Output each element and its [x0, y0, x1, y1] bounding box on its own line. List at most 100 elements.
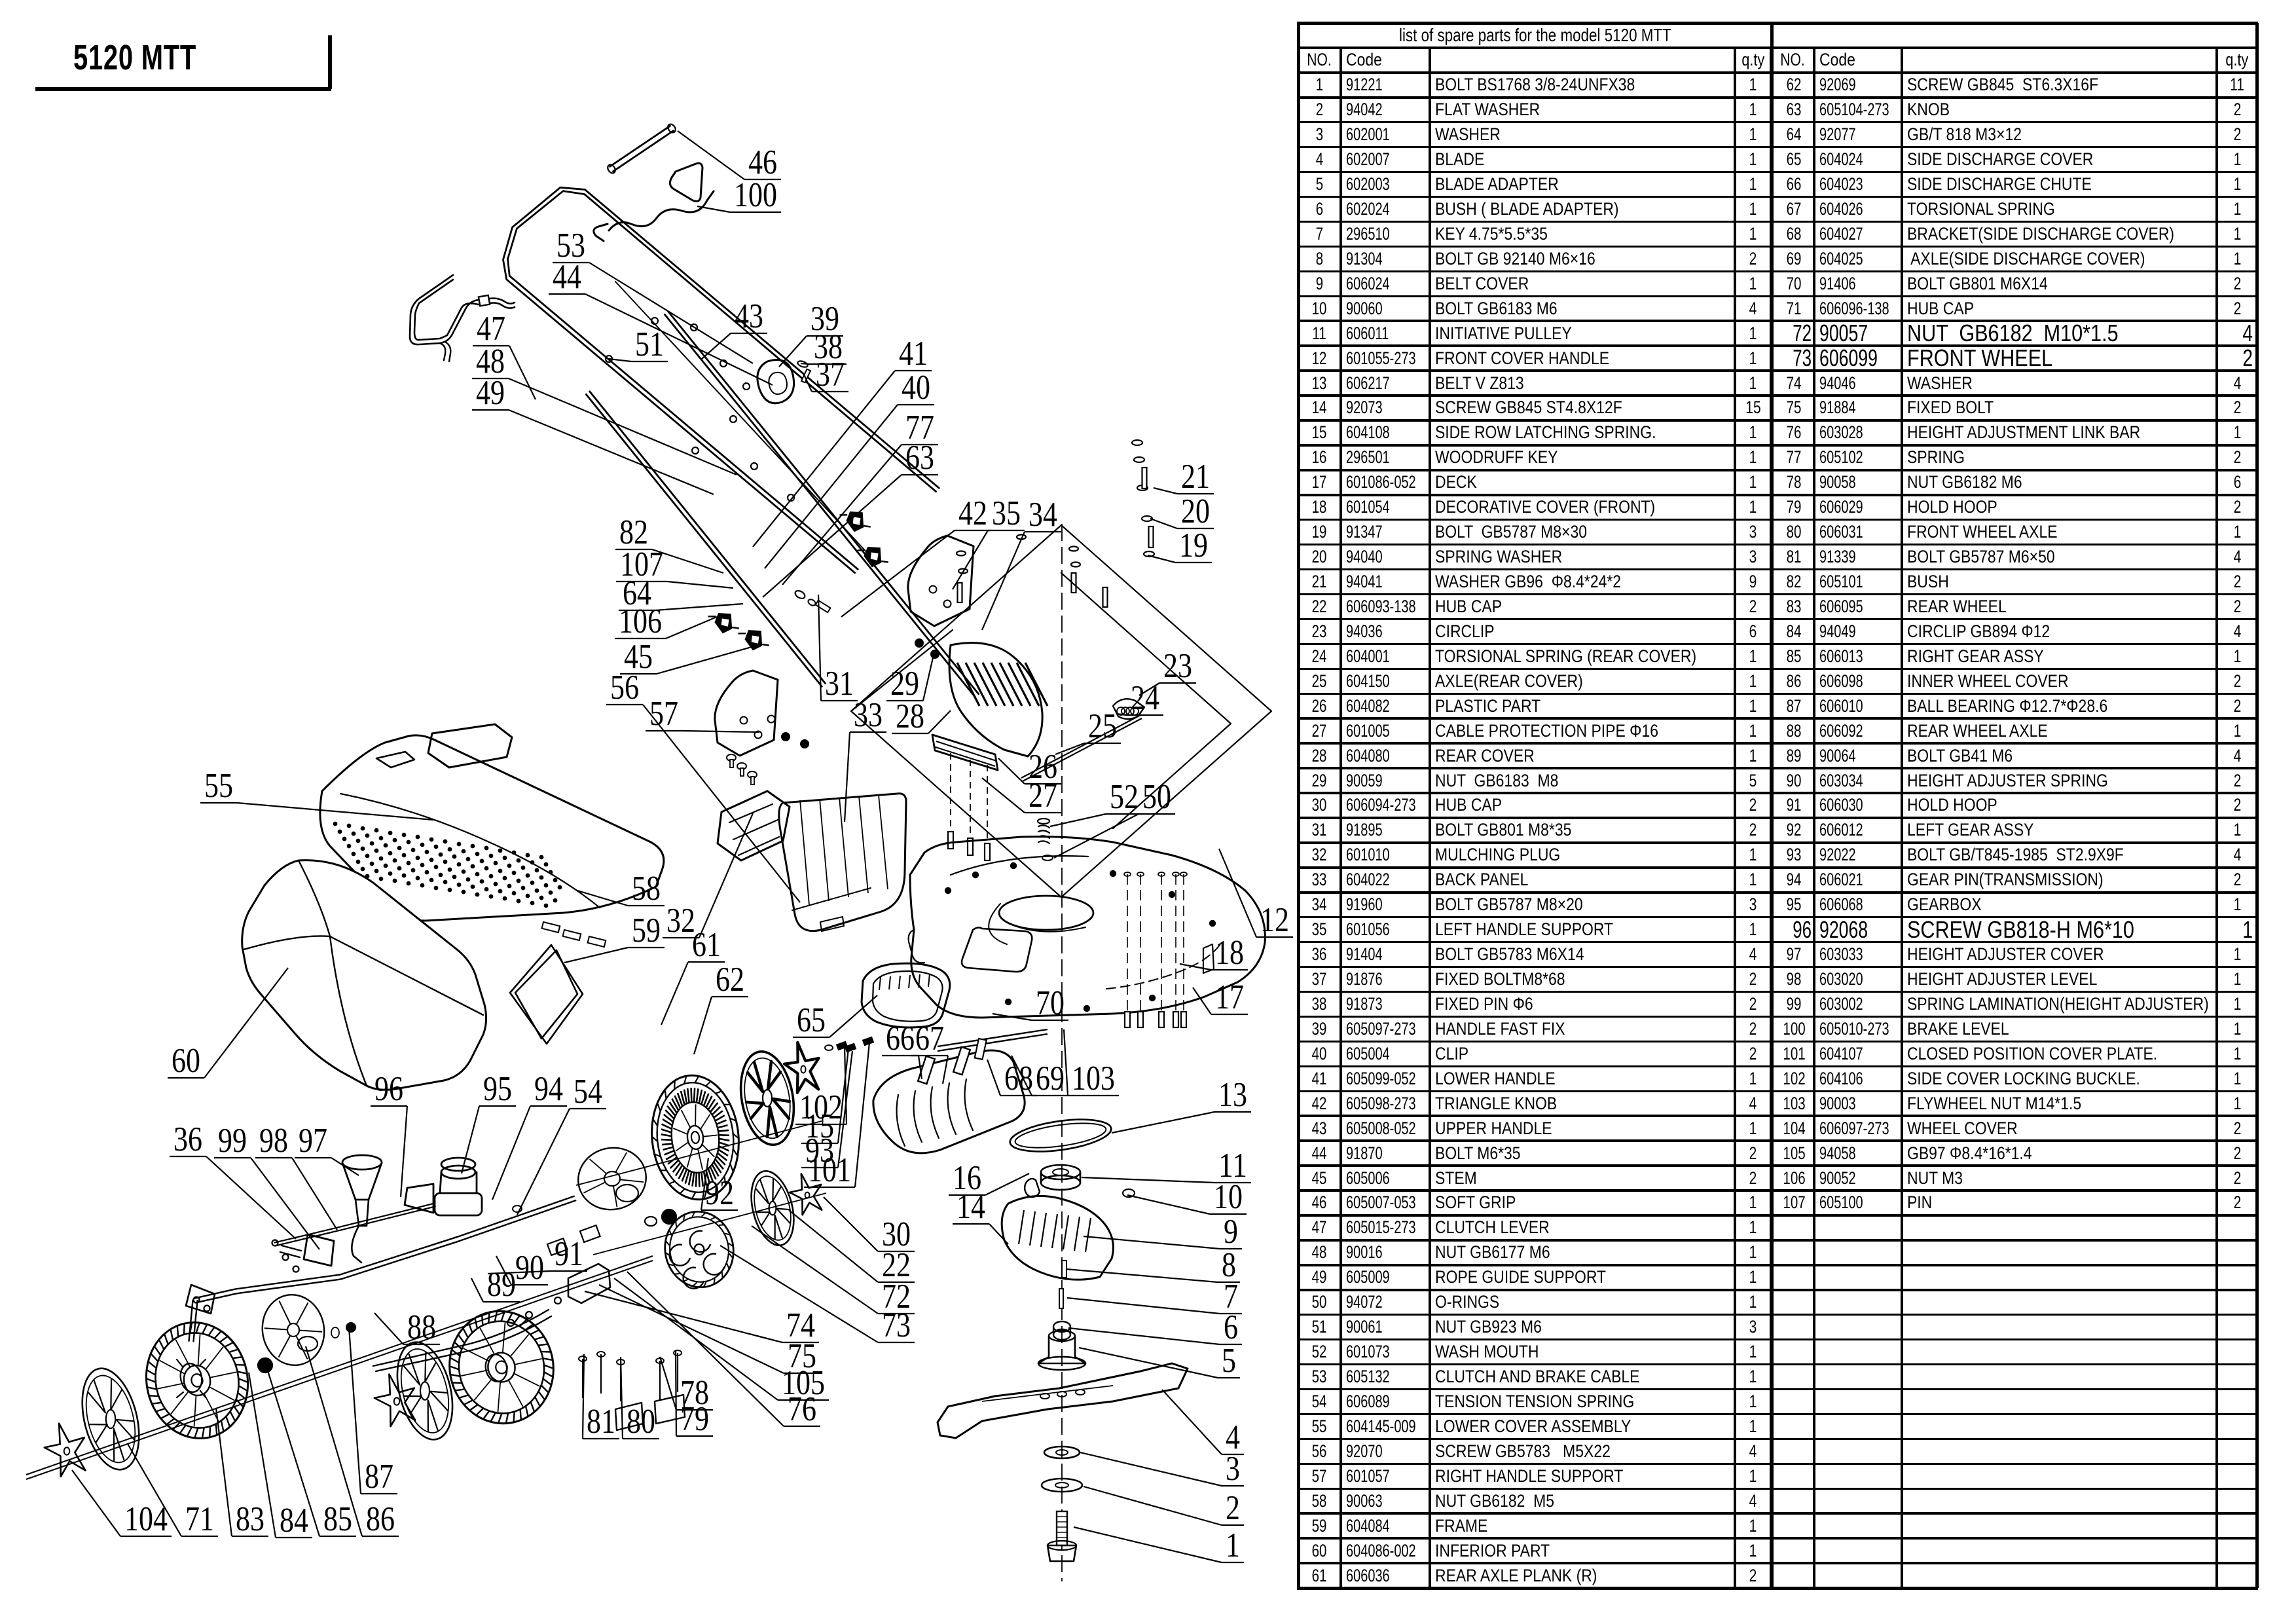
svg-text:8: 8	[1222, 1246, 1236, 1284]
svg-text:9: 9	[1224, 1213, 1238, 1251]
svg-text:22: 22	[882, 1246, 911, 1284]
svg-text:66: 66	[886, 1020, 915, 1058]
svg-text:104: 104	[124, 1500, 168, 1538]
svg-text:67: 67	[915, 1020, 944, 1058]
svg-text:40: 40	[902, 369, 930, 407]
svg-text:61: 61	[692, 926, 721, 964]
svg-text:99: 99	[218, 1122, 247, 1160]
svg-text:84: 84	[280, 1502, 308, 1540]
svg-text:21: 21	[1181, 458, 1210, 496]
svg-text:25: 25	[1088, 707, 1117, 745]
svg-text:16: 16	[953, 1159, 981, 1197]
svg-text:62: 62	[716, 961, 744, 999]
svg-text:10: 10	[1214, 1178, 1243, 1216]
svg-text:1: 1	[1226, 1526, 1240, 1564]
svg-text:46: 46	[748, 143, 777, 181]
svg-text:89: 89	[487, 1266, 516, 1304]
svg-text:75: 75	[788, 1337, 816, 1375]
svg-text:19: 19	[1179, 526, 1208, 564]
svg-text:45: 45	[624, 638, 653, 676]
svg-text:102: 102	[799, 1088, 843, 1126]
svg-text:70: 70	[1036, 984, 1065, 1022]
svg-text:107: 107	[620, 545, 663, 583]
svg-text:42: 42	[958, 494, 987, 532]
svg-text:59: 59	[632, 912, 661, 950]
svg-text:49: 49	[476, 374, 505, 412]
svg-text:63: 63	[905, 439, 934, 477]
svg-text:98: 98	[259, 1122, 288, 1160]
svg-text:50: 50	[1142, 778, 1171, 816]
svg-text:85: 85	[323, 1500, 352, 1538]
svg-text:78: 78	[680, 1374, 709, 1412]
svg-text:100: 100	[734, 176, 777, 214]
svg-text:71: 71	[185, 1500, 214, 1538]
svg-text:82: 82	[619, 513, 648, 551]
svg-text:11: 11	[1218, 1147, 1247, 1185]
svg-text:51: 51	[635, 325, 664, 363]
svg-text:52: 52	[1110, 778, 1139, 816]
svg-text:2: 2	[1226, 1489, 1240, 1527]
svg-text:44: 44	[553, 258, 581, 296]
svg-text:90: 90	[515, 1249, 544, 1287]
svg-text:6: 6	[1224, 1308, 1238, 1346]
svg-text:32: 32	[666, 902, 695, 940]
svg-text:87: 87	[365, 1458, 393, 1496]
svg-text:103: 103	[1072, 1060, 1115, 1098]
svg-text:33: 33	[854, 696, 883, 734]
svg-text:38: 38	[814, 328, 843, 366]
svg-text:77: 77	[905, 409, 934, 447]
svg-text:86: 86	[366, 1500, 395, 1538]
svg-text:20: 20	[1181, 492, 1210, 530]
svg-text:106: 106	[619, 602, 662, 640]
svg-text:23: 23	[1163, 647, 1192, 685]
svg-text:80: 80	[627, 1403, 655, 1441]
svg-text:4: 4	[1226, 1418, 1240, 1456]
svg-text:31: 31	[825, 665, 854, 703]
svg-text:94: 94	[534, 1070, 563, 1108]
svg-text:58: 58	[632, 870, 661, 908]
svg-text:5: 5	[1222, 1342, 1236, 1380]
svg-text:47: 47	[477, 310, 505, 348]
svg-text:54: 54	[574, 1073, 602, 1111]
svg-text:12: 12	[1260, 901, 1289, 939]
svg-text:92: 92	[705, 1174, 734, 1212]
svg-text:30: 30	[882, 1215, 911, 1253]
svg-text:83: 83	[236, 1500, 264, 1538]
svg-text:105: 105	[782, 1364, 825, 1402]
svg-text:91: 91	[555, 1235, 583, 1273]
svg-text:73: 73	[882, 1306, 911, 1344]
svg-text:53: 53	[556, 227, 585, 265]
svg-text:68: 68	[1004, 1060, 1033, 1098]
svg-text:35: 35	[992, 494, 1021, 532]
svg-text:76: 76	[788, 1390, 816, 1428]
svg-text:72: 72	[882, 1278, 911, 1316]
svg-text:81: 81	[587, 1403, 615, 1441]
svg-text:26: 26	[1029, 748, 1057, 786]
svg-text:65: 65	[797, 1001, 826, 1039]
svg-text:39: 39	[811, 300, 839, 338]
svg-text:5120 MTT: 5120 MTT	[73, 38, 196, 77]
svg-text:29: 29	[890, 665, 919, 703]
svg-text:69: 69	[1036, 1060, 1065, 1098]
svg-text:97: 97	[299, 1122, 327, 1160]
svg-text:18: 18	[1215, 934, 1244, 972]
svg-text:41: 41	[899, 335, 928, 373]
svg-text:56: 56	[610, 669, 639, 707]
svg-text:79: 79	[680, 1400, 709, 1438]
svg-text:17: 17	[1215, 978, 1244, 1016]
svg-text:101: 101	[808, 1151, 851, 1189]
svg-text:57: 57	[649, 695, 678, 733]
svg-text:88: 88	[407, 1308, 436, 1346]
svg-text:34: 34	[1029, 496, 1057, 534]
svg-text:93: 93	[805, 1132, 834, 1170]
svg-text:3: 3	[1226, 1450, 1240, 1488]
svg-text:64: 64	[623, 574, 651, 612]
svg-text:95: 95	[483, 1070, 512, 1108]
svg-text:36: 36	[173, 1120, 202, 1158]
svg-text:24: 24	[1131, 679, 1159, 717]
svg-text:13: 13	[1218, 1076, 1247, 1114]
svg-text:74: 74	[786, 1306, 815, 1344]
svg-text:43: 43	[735, 297, 763, 335]
svg-text:96: 96	[374, 1070, 403, 1108]
svg-text:27: 27	[1029, 777, 1057, 815]
